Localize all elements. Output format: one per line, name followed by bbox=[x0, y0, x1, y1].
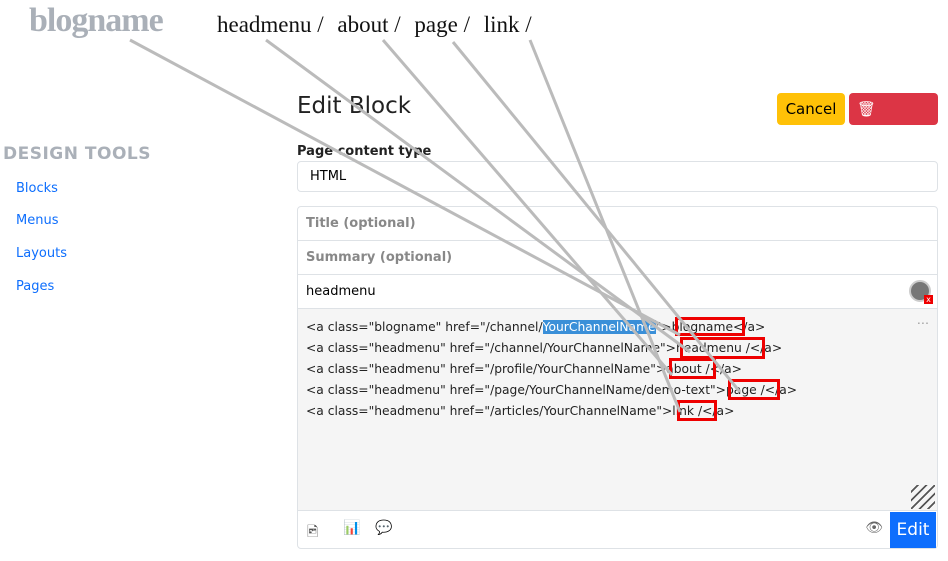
content-type-label: Page content type bbox=[297, 144, 432, 159]
resize-handle-icon[interactable] bbox=[911, 485, 935, 509]
highlight-box bbox=[677, 400, 717, 421]
highlight-box bbox=[669, 358, 716, 379]
sidebar-item-blocks[interactable]: Blocks bbox=[16, 181, 58, 196]
summary-input[interactable]: Summary (optional) bbox=[298, 241, 937, 275]
title-input[interactable]: Title (optional) bbox=[298, 207, 937, 241]
content-type-select[interactable]: HTML bbox=[297, 161, 938, 192]
cancel-button[interactable]: Cancel bbox=[777, 93, 845, 125]
delete-button[interactable]: 🗑 Delete bbox=[849, 93, 938, 150]
menu-page[interactable]: page / bbox=[414, 12, 470, 37]
chart-icon[interactable]: 📊 bbox=[343, 520, 361, 536]
highlight-box bbox=[680, 337, 765, 359]
password-manager-icon[interactable]: x bbox=[909, 280, 933, 304]
sidebar-item-menus[interactable]: Menus bbox=[16, 213, 59, 228]
menu-link[interactable]: link / bbox=[483, 12, 532, 37]
image-icon[interactable]: 🖻 bbox=[307, 524, 319, 540]
sidebar-title: DESIGN TOOLS bbox=[3, 144, 151, 164]
menu-about[interactable]: about / bbox=[337, 12, 401, 37]
comments-icon[interactable]: 💬 bbox=[375, 520, 393, 536]
editor-toolbar: 🖻 📊 💬 👁 Edit bbox=[298, 510, 937, 548]
code-editor[interactable]: <a class="blogname" href="/channel/YourC… bbox=[298, 309, 937, 511]
more-icon[interactable]: ⋯ bbox=[916, 316, 929, 330]
preview-eye-icon[interactable]: 👁 bbox=[865, 520, 883, 536]
code-line: <a class="headmenu" href="/profile/YourC… bbox=[306, 362, 742, 376]
code-line: <a class="headmenu" href="/page/YourChan… bbox=[306, 383, 798, 397]
highlight-box bbox=[728, 379, 780, 400]
highlight-box bbox=[675, 317, 745, 336]
code-line: <a class="headmenu" href="/articles/Your… bbox=[306, 404, 735, 418]
sidebar-item-layouts[interactable]: Layouts bbox=[16, 246, 67, 261]
code-line: <a class="blogname" href="/channel/YourC… bbox=[306, 320, 766, 334]
page-title: Edit Block bbox=[297, 93, 412, 119]
blogname-logo[interactable]: blogname bbox=[29, 2, 164, 39]
trash-icon: 🗑 bbox=[857, 100, 877, 118]
sidebar-item-pages[interactable]: Pages bbox=[16, 279, 55, 294]
code-line: <a class="headmenu" href="/channel/YourC… bbox=[306, 341, 783, 355]
head-menu: headmenu / about / page / link / bbox=[217, 12, 540, 38]
edit-button[interactable]: Edit bbox=[890, 512, 936, 548]
name-input[interactable]: headmenu x bbox=[298, 275, 937, 309]
block-form: Title (optional) Summary (optional) head… bbox=[297, 206, 938, 549]
menu-headmenu[interactable]: headmenu / bbox=[217, 12, 324, 37]
